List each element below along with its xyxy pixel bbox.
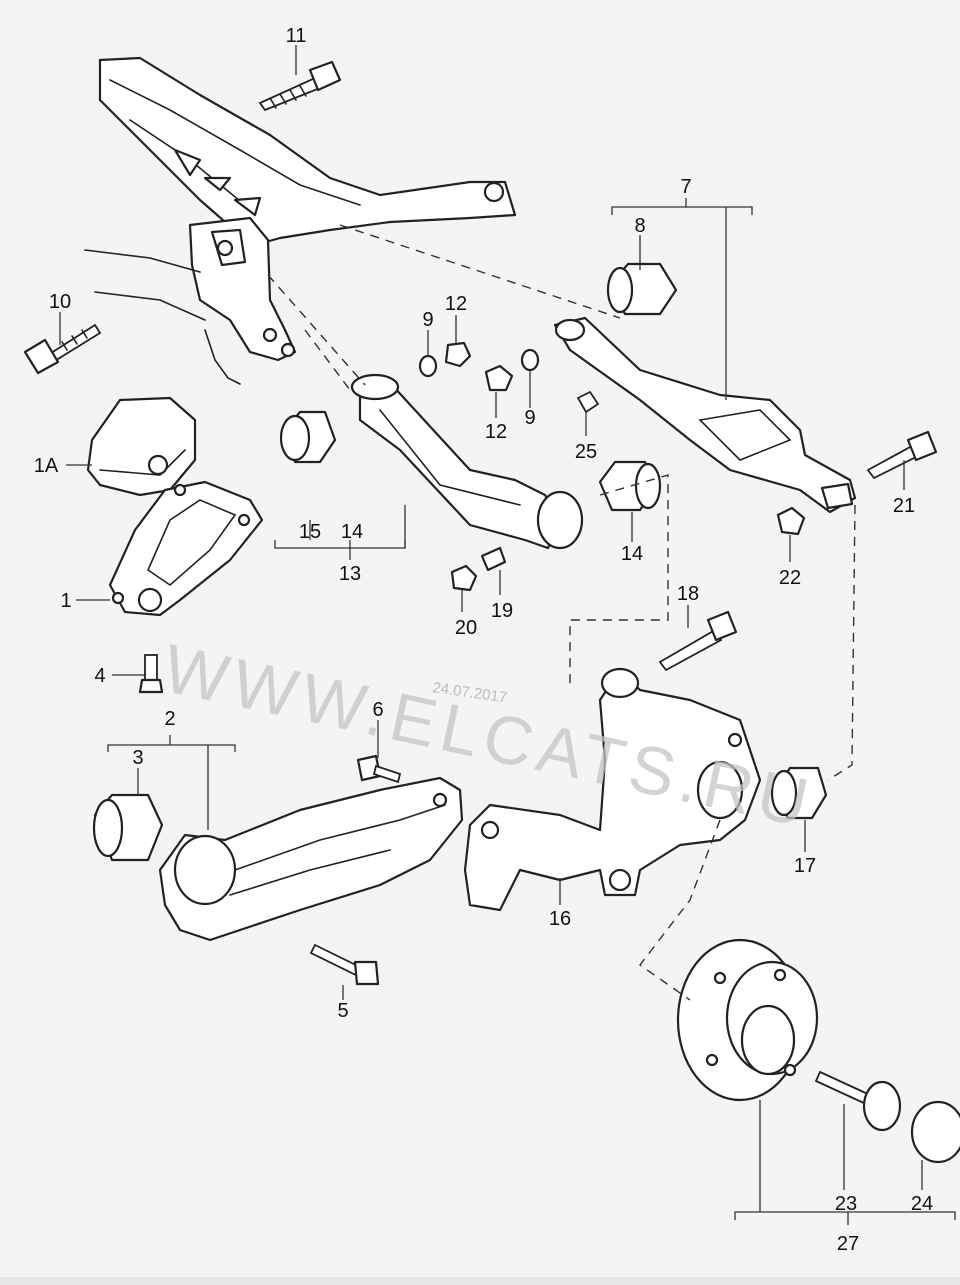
bushing-14: [598, 460, 662, 512]
callout-4: 4: [94, 665, 105, 687]
callout-19: 19: [491, 600, 513, 622]
bushing-15: [279, 410, 337, 464]
callout-10: 10: [49, 291, 71, 313]
bolt-5: [309, 943, 380, 986]
wheel-carrier-16: [463, 667, 762, 912]
callout-1: 1: [60, 590, 71, 612]
callout-9-right: 9: [524, 407, 535, 429]
bolt-10: [23, 323, 102, 375]
bolt-21: [866, 430, 938, 480]
callout-3: 3: [132, 747, 143, 769]
lower-arm-7: [553, 316, 857, 514]
callout-22: 22: [779, 567, 801, 589]
callout-11: 11: [286, 25, 307, 47]
trailing-arm-2: [158, 776, 464, 942]
callout-2: 2: [164, 708, 175, 730]
callout-20: 20: [455, 617, 477, 639]
bolt-23: [814, 1070, 902, 1132]
callout-12-top: 12: [445, 293, 467, 315]
callout-18: 18: [677, 583, 699, 605]
callout-13: 13: [339, 563, 361, 585]
wheel-hub-27: [676, 938, 819, 1102]
bolt-11: [258, 60, 342, 112]
callout-24: 24: [911, 1193, 933, 1215]
bushing-17: [770, 766, 828, 820]
callout-6: 6: [372, 699, 383, 721]
callout-16: 16: [549, 908, 571, 930]
callout-9-left: 9: [422, 309, 433, 331]
bolt-6: [356, 754, 402, 784]
callouts: 11 10 1A 1 4 9 12 12 9 25 7 8 15 14 13 1…: [34, 25, 933, 1255]
subframe: [84, 56, 517, 385]
leader-lines: [59, 45, 956, 1225]
callout-15: 15: [299, 521, 321, 543]
bottom-bar: [0, 1277, 960, 1285]
callout-14-left: 14: [341, 521, 363, 543]
callout-7: 7: [680, 176, 691, 198]
callout-23: 23: [835, 1193, 857, 1215]
cap-24: [910, 1100, 960, 1164]
callout-5: 5: [337, 1000, 348, 1022]
upper-arm-13: [350, 373, 584, 550]
callout-27: 27: [837, 1233, 859, 1255]
callout-1a: 1A: [34, 455, 59, 477]
callout-8: 8: [634, 215, 645, 237]
bushing-8: [606, 262, 678, 316]
callout-21: 21: [893, 495, 915, 517]
screw-4: [138, 654, 164, 694]
mount-1a: [86, 396, 197, 497]
callout-14-right: 14: [621, 543, 643, 565]
mount-1: [108, 480, 264, 617]
callout-17: 17: [794, 855, 816, 877]
callout-25: 25: [575, 441, 597, 463]
nut-22: [776, 506, 806, 536]
callout-12-bottom: 12: [485, 421, 507, 443]
bushing-3: [92, 793, 164, 862]
bolt-18: [658, 610, 738, 672]
assembly-lines: [267, 224, 856, 1001]
